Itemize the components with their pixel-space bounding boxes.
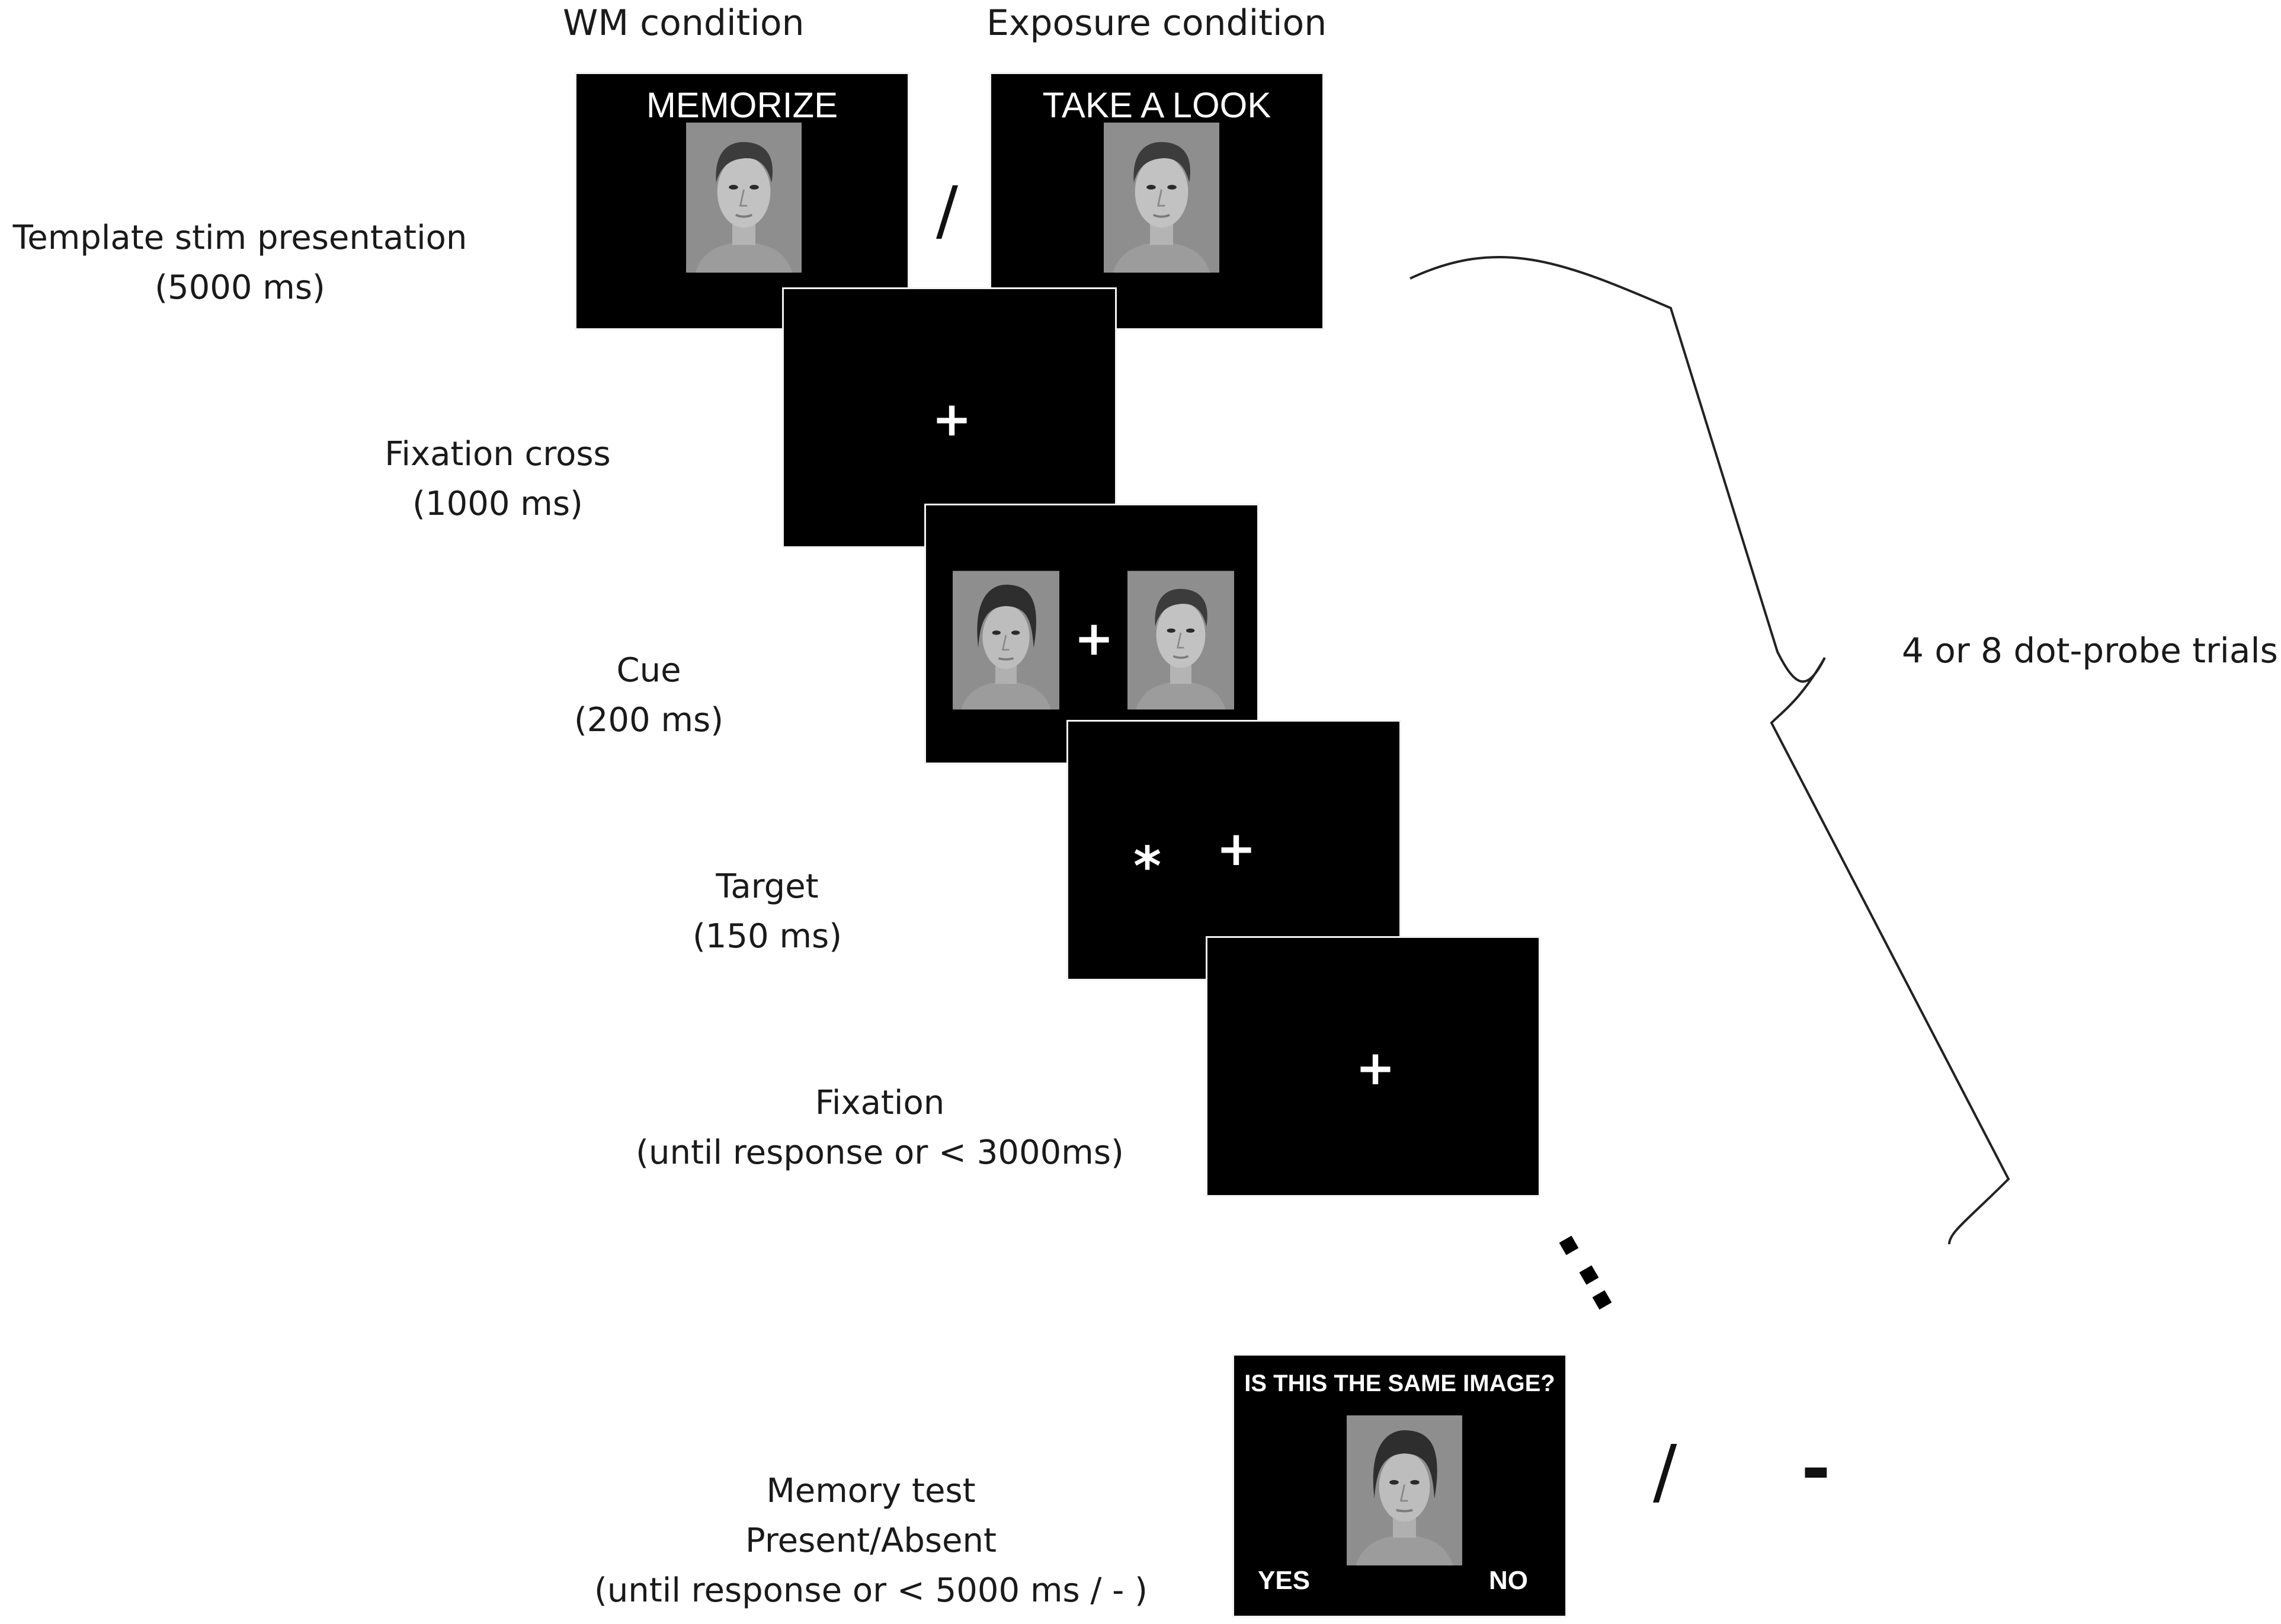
step-name: Fixation cross bbox=[385, 435, 611, 473]
target-asterisk-symbol: * bbox=[1133, 835, 1162, 898]
step-name: Memory test bbox=[766, 1472, 976, 1510]
step-label-target: Target (150 ms) bbox=[619, 862, 915, 962]
memorize-screen: MEMORIZE bbox=[575, 72, 909, 330]
fixation-cross-symbol: + bbox=[932, 392, 972, 447]
template-face-image bbox=[686, 121, 802, 274]
step-name: Template stim presentation bbox=[12, 219, 467, 257]
wm-condition-header: WM condition bbox=[563, 2, 805, 44]
memory-test-screen: IS THIS THE SAME IMAGE? YES NO bbox=[1232, 1354, 1567, 1617]
cue-fixation-symbol: + bbox=[1074, 611, 1114, 666]
step-label-memory-test: Memory test Present/Absent (until respon… bbox=[569, 1466, 1173, 1616]
step-duration: (150 ms) bbox=[692, 917, 842, 956]
take-a-look-screen: TAKE A LOOK bbox=[989, 72, 1324, 330]
bottom-slash-separator: / bbox=[1653, 1431, 1677, 1513]
bottom-dash-separator: - bbox=[1801, 1428, 1831, 1510]
slash-separator: / bbox=[936, 172, 959, 248]
target-fixation-symbol: + bbox=[1216, 821, 1257, 876]
ellipsis-dot bbox=[1559, 1235, 1579, 1255]
memorize-text: MEMORIZE bbox=[646, 85, 838, 125]
fixation-screen: + bbox=[1206, 936, 1540, 1197]
memory-question-text: IS THIS THE SAME IMAGE? bbox=[1244, 1370, 1555, 1396]
ellipsis-dot bbox=[1592, 1290, 1612, 1310]
take-a-look-text: TAKE A LOOK bbox=[1042, 85, 1271, 125]
fixation-symbol: + bbox=[1356, 1040, 1396, 1096]
no-label: NO bbox=[1489, 1566, 1528, 1595]
step-name: Target bbox=[716, 867, 819, 906]
step-subtitle: Present/Absent bbox=[745, 1522, 997, 1560]
step-duration: (1000 ms) bbox=[412, 485, 583, 523]
step-name: Fixation bbox=[815, 1084, 945, 1122]
step-duration: (5000 ms) bbox=[155, 268, 325, 307]
ellipsis-dot bbox=[1579, 1265, 1599, 1285]
exposure-condition-header: Exposure condition bbox=[986, 2, 1327, 44]
step-label-fixation-cross: Fixation cross (1000 ms) bbox=[338, 430, 658, 529]
left-cue-face-image bbox=[953, 568, 1059, 713]
step-duration: (until response or < 3000ms) bbox=[636, 1133, 1124, 1172]
step-label-fixation: Fixation (until response or < 3000ms) bbox=[613, 1078, 1146, 1178]
dot-probe-trials-label: 4 or 8 dot-probe trials bbox=[1902, 630, 2278, 671]
step-label-cue: Cue (200 ms) bbox=[501, 646, 797, 745]
step-label-template: Template stim presentation (5000 ms) bbox=[0, 213, 480, 313]
step-name: Cue bbox=[616, 651, 681, 690]
template-face-image bbox=[1104, 121, 1219, 274]
step-duration: (200 ms) bbox=[574, 701, 724, 739]
yes-label: YES bbox=[1258, 1566, 1311, 1595]
right-cue-face-image bbox=[1127, 568, 1234, 713]
step-duration: (until response or < 5000 ms / - ) bbox=[594, 1571, 1148, 1610]
memory-test-face-image bbox=[1347, 1415, 1462, 1566]
